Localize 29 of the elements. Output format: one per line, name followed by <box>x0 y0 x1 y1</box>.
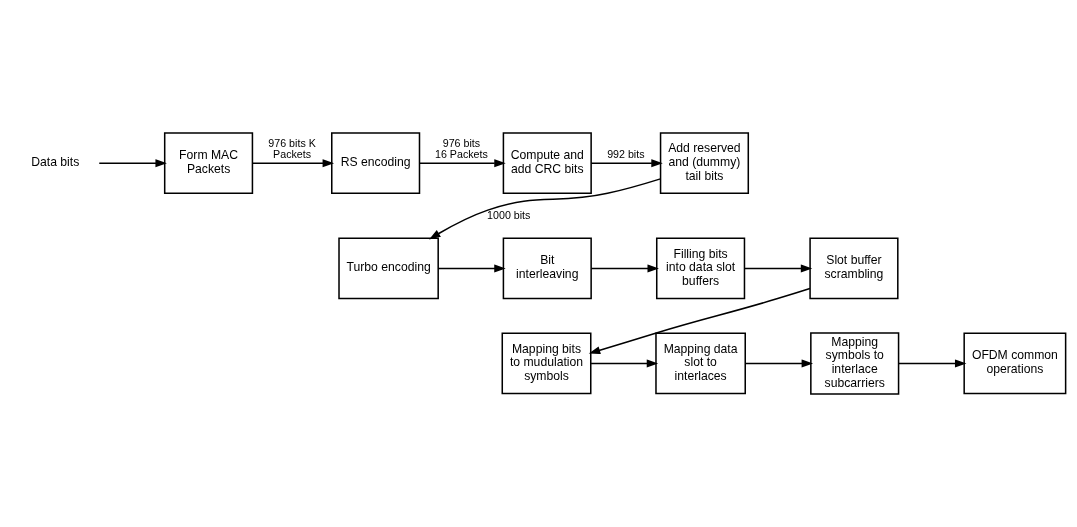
edge-label: 992 bits <box>607 148 645 160</box>
node-box: Mapping bits to mudulation symbols <box>501 332 592 395</box>
node-box: Slot buffer scrambling <box>809 237 899 300</box>
arrow <box>251 159 335 168</box>
arrow <box>590 159 663 168</box>
node-box: Compute and add CRC bits <box>502 132 592 195</box>
edge-label: 976 bits K Packets <box>268 136 316 160</box>
node-box: Bit interleaving <box>502 237 592 300</box>
node-box: RS encoding <box>331 132 421 195</box>
arrow <box>418 159 506 168</box>
arrow <box>744 359 814 368</box>
node-box: Form MAC Packets <box>163 132 254 195</box>
arrow <box>743 264 813 273</box>
node-box: OFDM common operations <box>963 332 1067 395</box>
arrow <box>898 359 967 368</box>
node-box: Filling bits into data slot buffers <box>655 237 746 300</box>
arrow <box>98 159 167 168</box>
node-box: Mapping data slot to interlaces <box>655 332 746 395</box>
arrow <box>429 178 662 240</box>
arrow <box>590 264 659 273</box>
arrow <box>588 287 811 355</box>
edge-label: 1000 bits <box>487 208 531 221</box>
arrow <box>590 359 659 368</box>
node-text: Data bits <box>31 155 80 170</box>
node-box: Add reserved and (dummy) tail bits <box>659 132 750 195</box>
arrow <box>437 264 506 273</box>
edge-label: 976 bits 16 Packets <box>435 136 488 160</box>
node-box: Mapping symbols to interlace subcarriers <box>810 332 900 395</box>
node-box: Turbo encoding <box>338 237 439 300</box>
